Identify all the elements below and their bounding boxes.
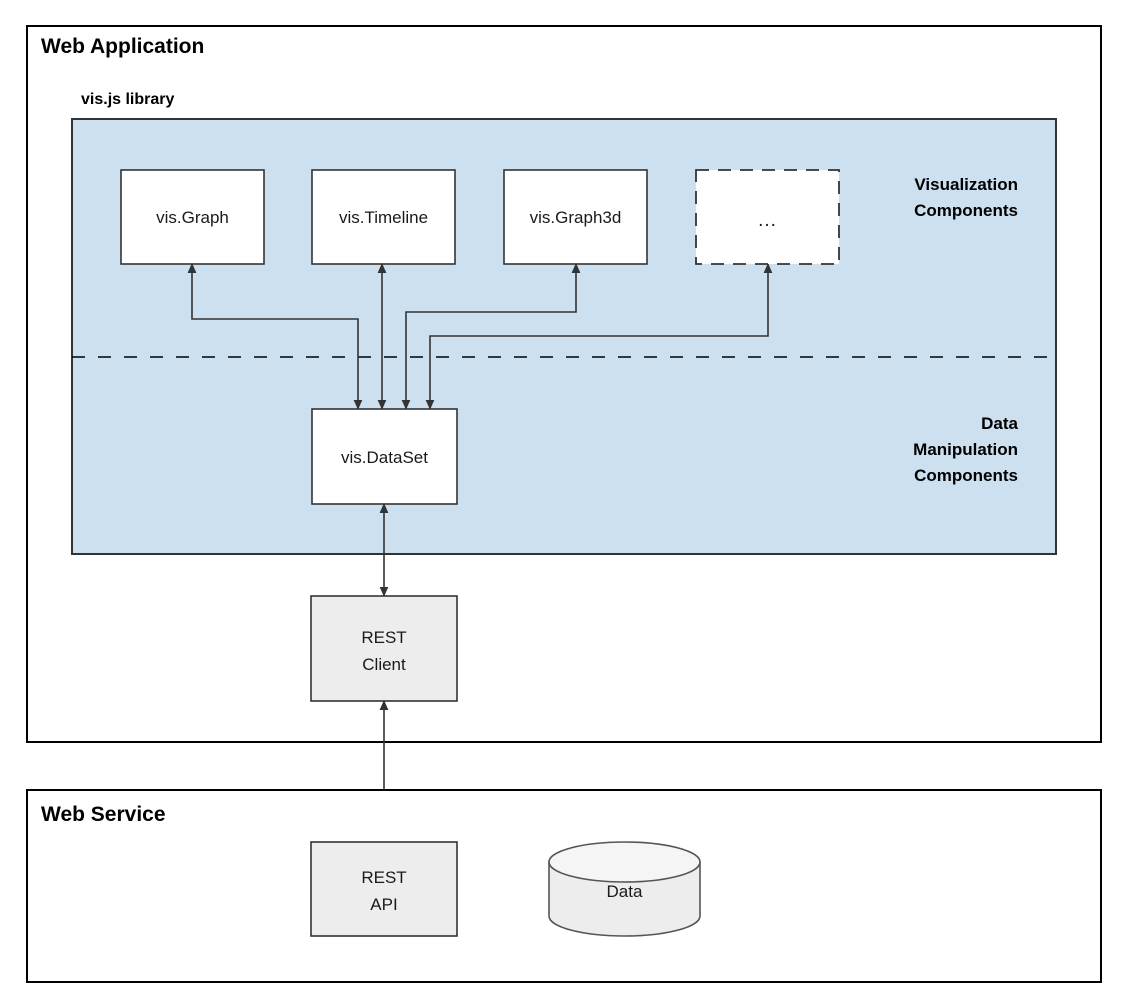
data-cylinder-top — [548, 841, 701, 883]
rest-api-box[interactable] — [310, 841, 458, 937]
node-more-components[interactable]: ... — [695, 169, 840, 265]
edge-dataset-visgraph — [187, 263, 363, 410]
visualization-label-line1: Visualization — [914, 175, 1018, 194]
rest-client-label-line2: Client — [362, 655, 406, 674]
data-manipulation-label-line3: Components — [914, 466, 1018, 485]
visualization-components-label: Visualization Components — [914, 175, 1018, 220]
vis-timeline-box[interactable] — [311, 169, 456, 265]
vis-graph3d-label: vis.Graph3d — [530, 208, 622, 227]
rest-api-label-line2: API — [370, 895, 397, 914]
data-manipulation-components-label: Data Manipulation Components — [913, 414, 1018, 485]
more-components-label: ... — [758, 210, 777, 231]
node-rest-client[interactable]: REST Client — [310, 595, 458, 702]
rest-client-box[interactable] — [310, 595, 458, 702]
node-vis-graph[interactable]: vis.Graph — [120, 169, 265, 265]
rest-client-label-line1: REST — [361, 628, 406, 647]
web-application-title: Web Application — [41, 35, 204, 58]
data-manipulation-label-line1: Data — [981, 414, 1018, 433]
data-manipulation-label-line2: Manipulation — [913, 440, 1018, 459]
visualization-label-line2: Components — [914, 201, 1018, 220]
node-vis-timeline[interactable]: vis.Timeline — [311, 169, 456, 265]
web-service-title: Web Service — [41, 803, 166, 826]
data-cylinder-body[interactable] — [548, 861, 701, 937]
node-data-store[interactable]: Data — [548, 841, 701, 937]
data-store-label: Data — [607, 882, 643, 901]
vis-timeline-label: vis.Timeline — [339, 208, 428, 227]
node-rest-api[interactable]: REST API — [310, 841, 458, 937]
vis-dataset-box[interactable] — [311, 408, 458, 505]
more-components-box[interactable] — [695, 169, 840, 265]
vis-graph-label: vis.Graph — [156, 208, 229, 227]
visjs-library-title: vis.js library — [81, 91, 174, 108]
node-vis-dataset[interactable]: vis.DataSet — [311, 408, 458, 505]
vis-graph-box[interactable] — [120, 169, 265, 265]
vis-graph3d-box[interactable] — [503, 169, 648, 265]
node-vis-graph3d[interactable]: vis.Graph3d — [503, 169, 648, 265]
edge-dataset-more-components — [425, 263, 773, 410]
rest-api-label-line1: REST — [361, 868, 406, 887]
vis-dataset-label: vis.DataSet — [341, 448, 428, 467]
